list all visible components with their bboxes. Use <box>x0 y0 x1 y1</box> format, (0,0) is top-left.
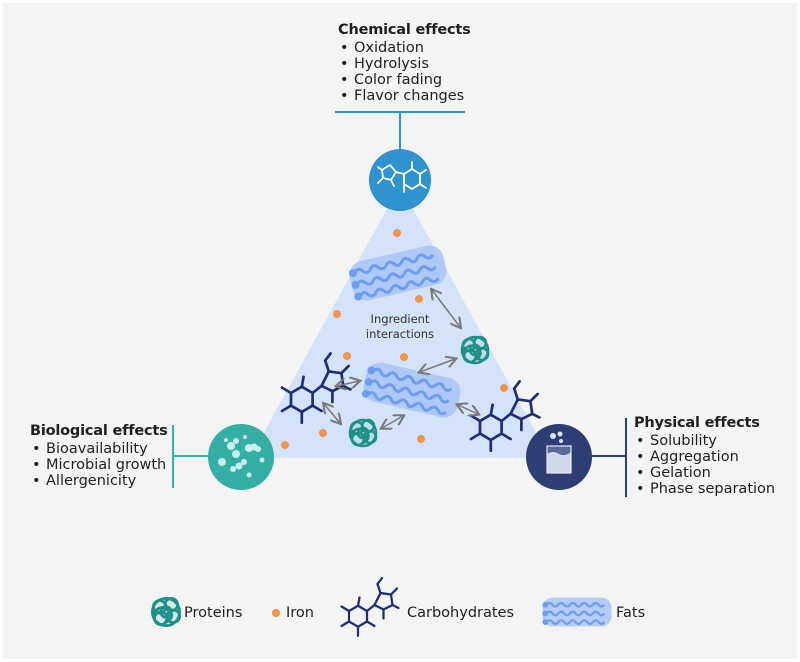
legend-label-fats: Fats <box>616 605 646 621</box>
ingredient-interactions-label: Ingredient interactions <box>345 312 455 342</box>
list-item: Hydrolysis <box>338 56 471 72</box>
microbe-icon <box>218 435 265 478</box>
iron-dot <box>343 352 351 360</box>
interaction-arrows <box>324 290 478 428</box>
protein-molecule <box>348 418 378 448</box>
iron-dot <box>415 295 423 303</box>
list-item: Microbial growth <box>30 457 168 473</box>
arrow <box>458 405 478 414</box>
arrow <box>432 290 460 327</box>
iron-dot <box>400 353 408 361</box>
legend-label-iron: Iron <box>286 605 314 621</box>
list-item: Aggregation <box>634 449 775 465</box>
list-item: Solubility <box>634 433 775 449</box>
biological-icon-circle <box>208 424 274 490</box>
arrow <box>337 381 359 386</box>
list-item: Flavor changes <box>338 88 471 104</box>
legend-carbohydrate-icon <box>340 576 400 637</box>
arrow <box>382 416 403 428</box>
physical-connector <box>590 418 627 497</box>
chemical-icon-circle <box>369 149 431 211</box>
iron-dot <box>319 429 327 437</box>
list-item: Bioavailability <box>30 441 168 457</box>
center-label-line2: interactions <box>365 327 435 341</box>
chemical-effects-title: Chemical effects <box>338 22 471 38</box>
center-label-line1: Ingredient <box>370 312 430 326</box>
iron-dot <box>393 229 401 237</box>
physical-effects-title: Physical effects <box>634 415 760 431</box>
list-item: Oxidation <box>338 40 471 56</box>
iron-dot <box>333 310 341 318</box>
physical-effects-list: Solubility Aggregation Gelation Phase se… <box>634 433 775 497</box>
beaker-icon <box>546 431 572 474</box>
list-item: Gelation <box>634 465 775 481</box>
list-item: Phase separation <box>634 481 775 497</box>
iron-dot <box>281 441 289 449</box>
list-item: Allergenicity <box>30 473 168 489</box>
iron-dot <box>417 435 425 443</box>
chemical-effects-block: Chemical effects Oxidation Hydrolysis Co… <box>338 22 471 104</box>
legend-iron-dot-icon <box>272 609 280 617</box>
interaction-triangle <box>250 185 550 458</box>
physical-effects-block: Physical effects Solubility Aggregation … <box>634 415 775 497</box>
biological-effects-list: Bioavailability Microbial growth Allerge… <box>30 441 168 489</box>
legend-protein-icon <box>150 596 182 628</box>
arrow <box>324 404 340 423</box>
legend-label-carbohydrates: Carbohydrates <box>407 605 515 621</box>
physical-icon-circle <box>526 424 592 490</box>
list-item: Color fading <box>338 72 471 88</box>
iron-dots <box>281 229 508 449</box>
molecule-icon <box>377 161 427 193</box>
chemical-effects-list: Oxidation Hydrolysis Color fading Flavor… <box>338 40 471 104</box>
chemical-connector <box>335 111 465 150</box>
biological-connector <box>172 425 210 488</box>
protein-molecule <box>460 335 490 365</box>
legend-fat-icon <box>541 596 613 628</box>
arrow <box>420 359 455 372</box>
biological-effects-title: Biological effects <box>30 423 168 439</box>
legend-label-proteins: Proteins <box>184 605 243 621</box>
biological-effects-block: Biological effects Bioavailability Micro… <box>30 423 168 489</box>
iron-dot <box>500 384 508 392</box>
